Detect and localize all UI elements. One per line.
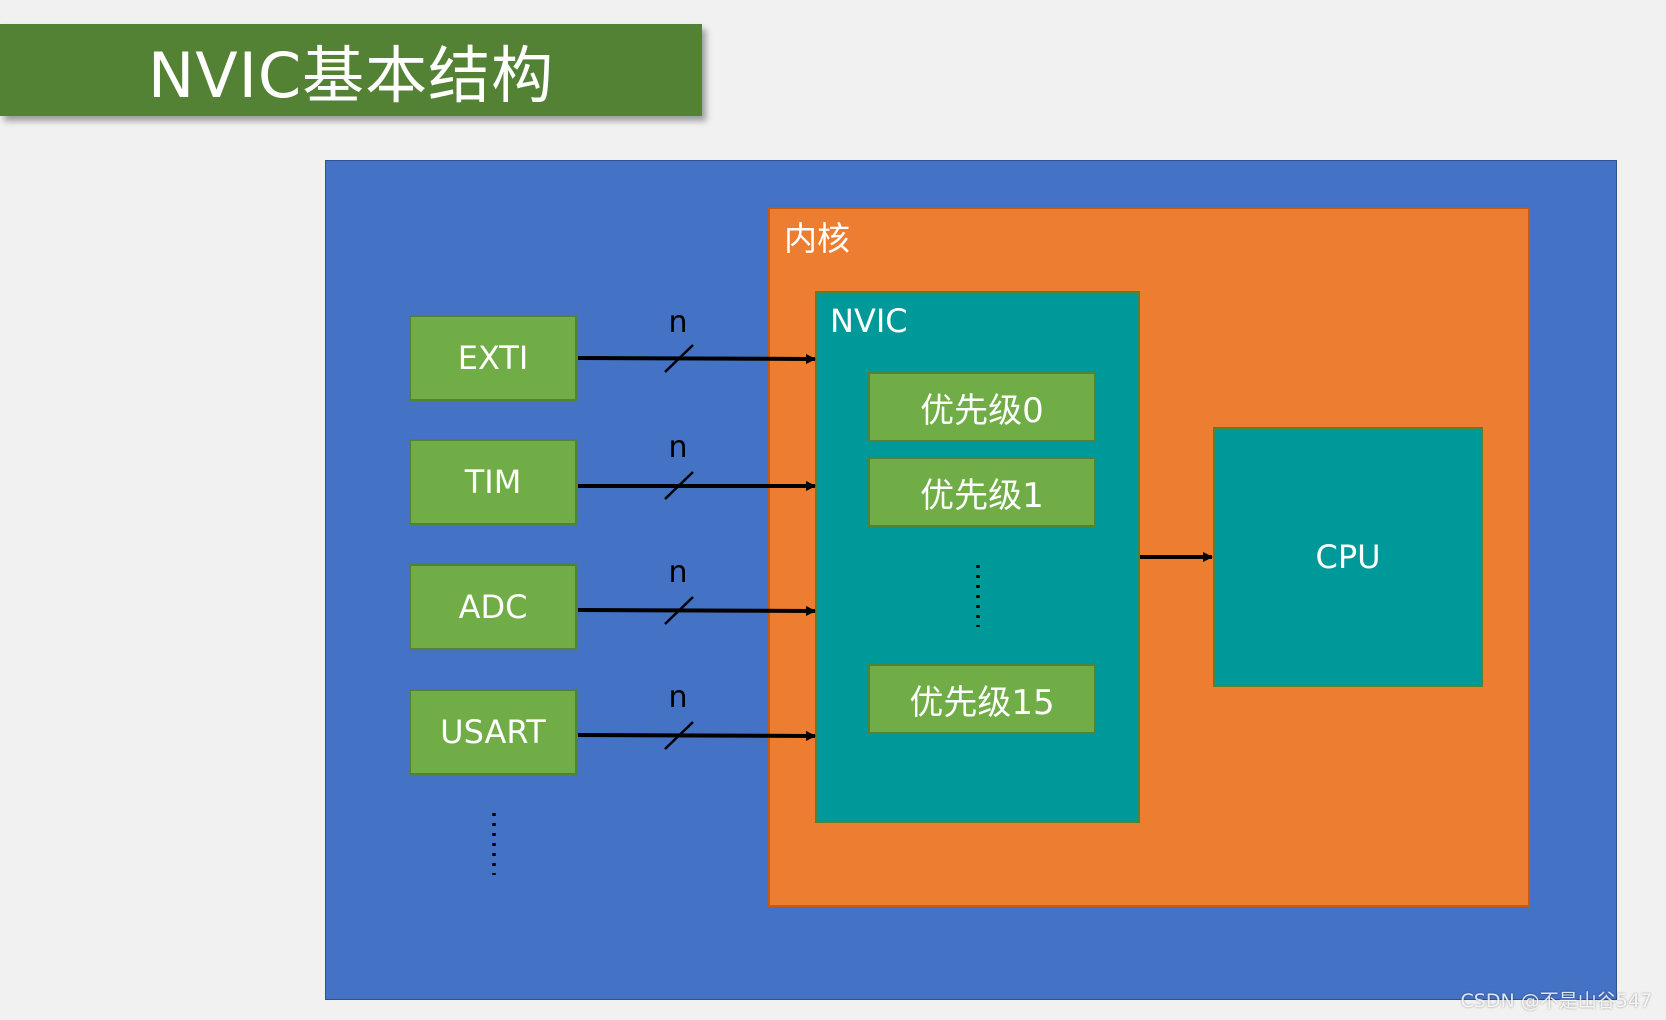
cpu-box: CPU — [1213, 427, 1483, 687]
bus-arrow-exti — [577, 353, 816, 364]
peripheral-usart: USART — [409, 689, 577, 775]
priority-block-1: 优先级1 — [868, 457, 1096, 527]
nvic-label: NVIC — [830, 302, 908, 340]
bus-width-label-usart: n — [668, 680, 688, 715]
bus-slash-usart — [664, 721, 694, 750]
bus-width-label-exti: n — [668, 305, 688, 340]
priority-block-15: 优先级15 — [868, 664, 1096, 734]
peripheral-exti: EXTI — [409, 315, 577, 401]
core-label: 内核 — [784, 219, 850, 258]
bus-width-label-tim: n — [668, 430, 688, 465]
page-title: NVIC基本结构 — [0, 24, 702, 116]
bus-slash-tim — [664, 471, 694, 500]
bus-width-label-adc: n — [668, 555, 688, 590]
priority-block-0: 优先级0 — [868, 372, 1096, 442]
bus-slash-exti — [664, 344, 694, 373]
bus-arrow-adc — [577, 605, 816, 616]
bus-slash-adc — [664, 596, 694, 625]
peripheral-adc: ADC — [409, 564, 577, 650]
watermark: CSDN @不是山谷547 — [1460, 990, 1652, 1012]
cpu-label: CPU — [1315, 538, 1381, 576]
bus-arrow-usart — [577, 730, 816, 741]
peripheral-tim: TIM — [409, 439, 577, 525]
